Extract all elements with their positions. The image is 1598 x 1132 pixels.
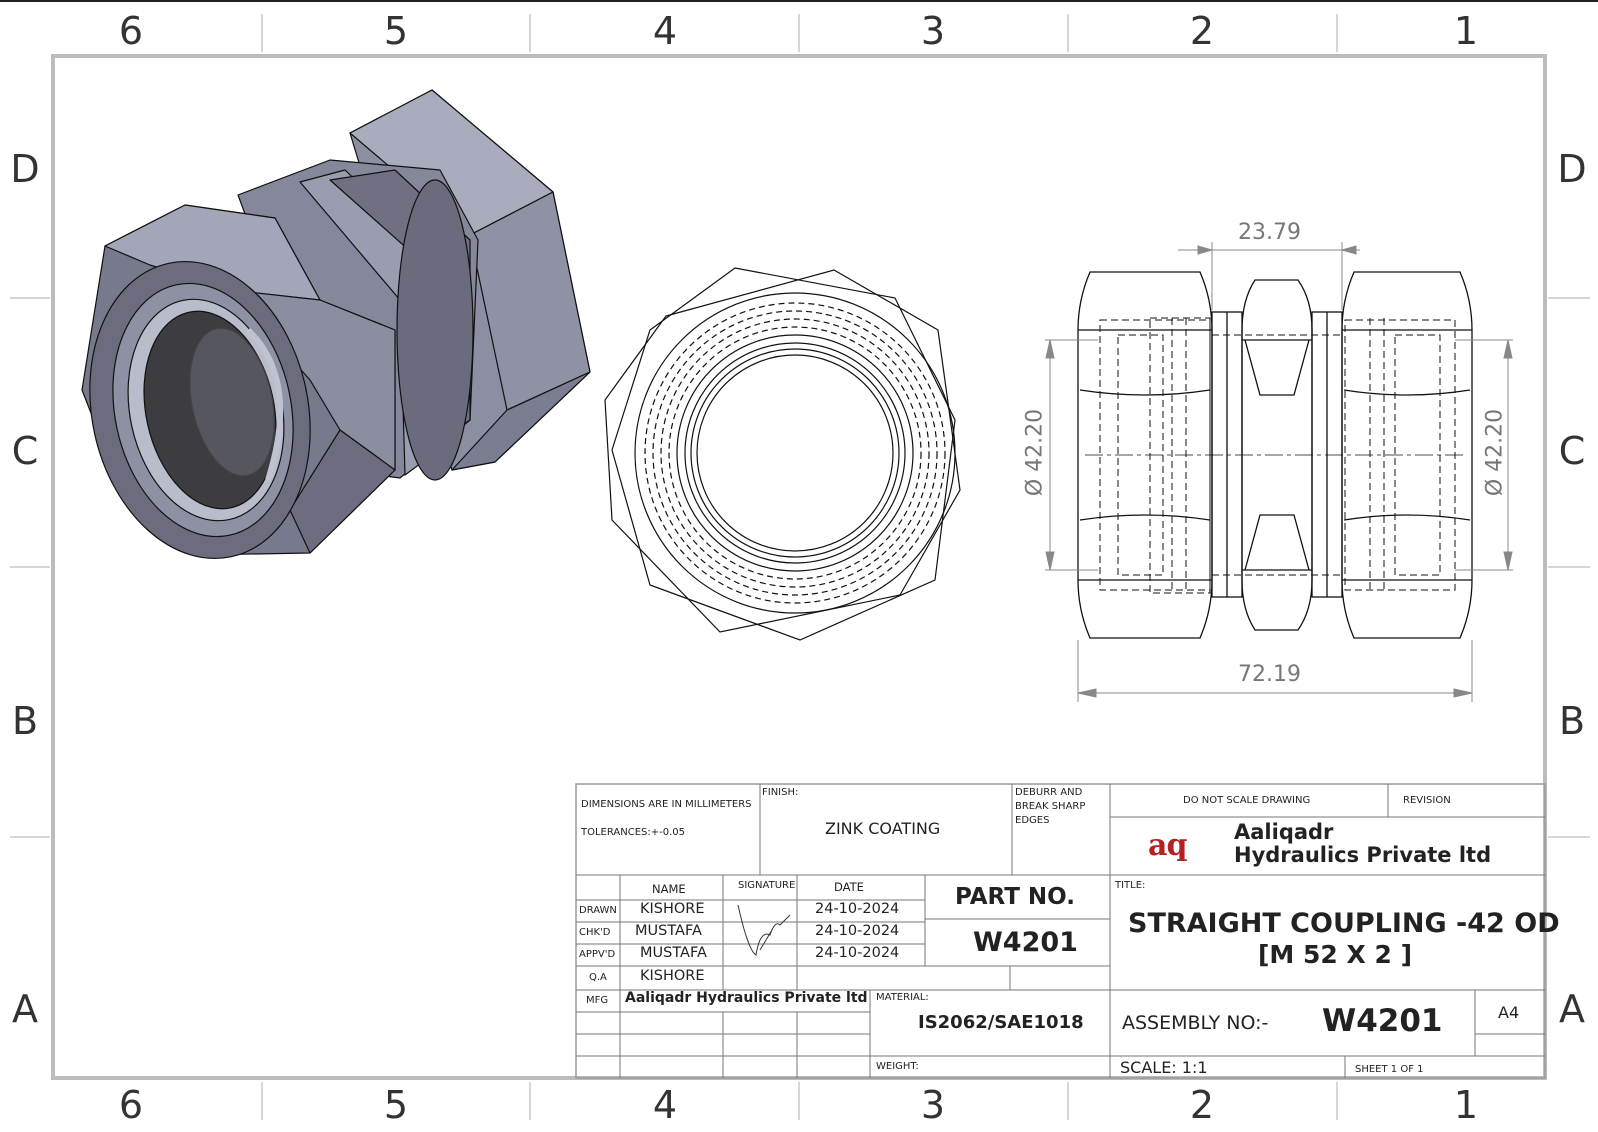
zone-col-1-bottom: 1 (1453, 1083, 1479, 1127)
header-signature: SIGNATURE (738, 880, 796, 891)
title-block-grid (575, 783, 1546, 1079)
dims-note: DIMENSIONS ARE IN MILLIMETERS (581, 799, 752, 810)
zone-col-6-top: 6 (118, 9, 144, 53)
zone-col-5-bottom: 5 (383, 1083, 409, 1127)
material-value: IS2062/SAE1018 (918, 1012, 1084, 1033)
zone-col-1-top: 1 (1453, 9, 1479, 53)
name-drawn: KISHORE (640, 901, 705, 917)
revision-label: REVISION (1403, 795, 1451, 806)
zone-col-5-top: 5 (383, 9, 409, 53)
zone-col-2-bottom: 2 (1189, 1083, 1215, 1127)
assembly-value: W4201 (1322, 1003, 1443, 1039)
end-view (604, 267, 961, 641)
header-date: DATE (834, 880, 864, 894)
mfg-label: MFG (586, 995, 609, 1006)
zone-row-a-right: A (1559, 987, 1585, 1031)
sheet-count: SHEET 1 OF 1 (1355, 1064, 1424, 1075)
part-no-label: PART NO. (955, 884, 1075, 910)
zone-col-6-bottom: 6 (118, 1083, 144, 1127)
role-checked: CHK'D (579, 927, 611, 938)
name-qa: KISHORE (640, 968, 705, 984)
company-logo: aq (1148, 828, 1187, 863)
zone-row-b-left: B (11, 699, 39, 743)
assembly-label: ASSEMBLY NO:- (1122, 1012, 1269, 1034)
zone-row-a-left: A (12, 987, 38, 1031)
isometric-view (81, 89, 591, 560)
weight-label: WEIGHT: (876, 1061, 919, 1072)
title-line-2: [M 52 X 2 ] (1258, 940, 1413, 969)
part-no-value: W4201 (973, 927, 1078, 958)
company-name-line-1: Aaliqadr (1234, 820, 1334, 844)
scale-value: SCALE: 1:1 (1120, 1058, 1208, 1077)
date-approved: 24-10-2024 (815, 945, 900, 961)
sheet-size: A4 (1498, 1003, 1520, 1022)
zone-col-2-top: 2 (1189, 9, 1215, 53)
role-drawn: DRAWN (579, 905, 617, 916)
material-label: MATERIAL: (876, 992, 929, 1003)
zone-col-3-top: 3 (920, 9, 946, 53)
dim-bore-left: Ø 42.20 (1022, 408, 1048, 497)
role-approved: APPV'D (579, 949, 616, 960)
zone-row-d-left: D (10, 147, 40, 191)
company-name-line-2: Hydraulics Private ltd (1234, 843, 1492, 867)
zone-row-d-right: D (1557, 147, 1587, 191)
deburr-line-1: DEBURR AND (1015, 787, 1083, 798)
dim-bore-right: Ø 42.20 (1482, 408, 1508, 497)
mfg-value: Aaliqadr Hydraulics Private ltd (625, 990, 868, 1006)
finish-label: FINISH: (762, 787, 799, 798)
zone-row-c-left: C (11, 429, 39, 473)
zone-row-c-right: C (1558, 429, 1586, 473)
finish-value: ZINK COATING (825, 819, 941, 838)
do-not-scale: DO NOT SCALE DRAWING (1183, 795, 1311, 806)
signature-mark (737, 904, 791, 956)
zone-col-3-bottom: 3 (920, 1083, 946, 1127)
dimension-lines (1045, 242, 1513, 702)
zone-row-b-right: B (1558, 699, 1586, 743)
title-label: TITLE: (1115, 880, 1146, 891)
title-line-1: STRAIGHT COUPLING -42 OD (1128, 908, 1560, 939)
dim-hex-width: 23.79 (1238, 220, 1301, 245)
name-approved: MUSTAFA (640, 945, 707, 961)
deburr-line-3: EDGES (1015, 815, 1050, 826)
header-name: NAME (652, 882, 686, 896)
name-checked: MUSTAFA (635, 923, 702, 939)
tolerances-note: TOLERANCES:+-0.05 (581, 827, 686, 838)
date-checked: 24-10-2024 (815, 923, 900, 939)
role-qa: Q.A (589, 972, 607, 983)
dim-overall-length: 72.19 (1238, 662, 1301, 687)
deburr-line-2: BREAK SHARP (1015, 801, 1086, 812)
zone-col-4-bottom: 4 (652, 1083, 678, 1127)
side-view (1077, 271, 1473, 639)
date-drawn: 24-10-2024 (815, 901, 900, 917)
zone-col-4-top: 4 (652, 9, 678, 53)
